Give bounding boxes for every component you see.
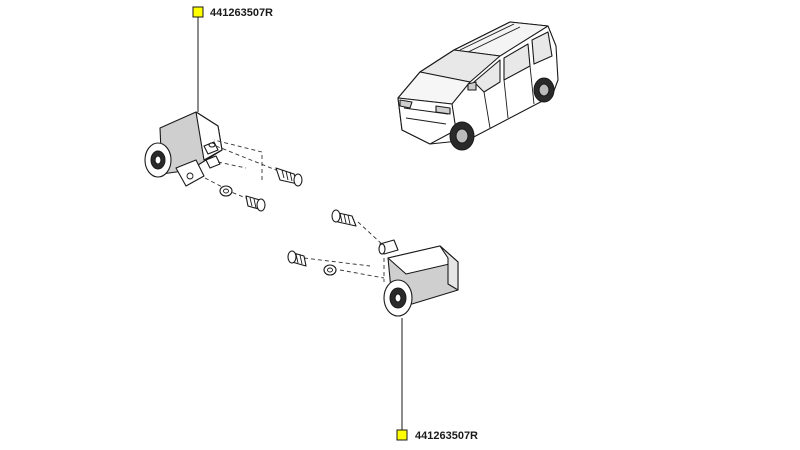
vehicle-illustration [397, 21, 559, 151]
assembly-lines-lower [303, 221, 385, 282]
part-number-label-top[interactable]: 441263507R [210, 7, 273, 19]
bleeder-screw-lower[interactable] [331, 209, 357, 227]
callout-top: 441263507R [192, 6, 273, 112]
washer-lower[interactable] [323, 264, 337, 276]
part-number-label-bottom[interactable]: 441263507R [415, 430, 478, 442]
callout-marker-top[interactable] [192, 6, 204, 18]
wheel-cylinder-lower[interactable] [378, 239, 459, 317]
callout-marker-bottom[interactable] [396, 429, 408, 441]
wheel-cylinder-upper[interactable] [144, 111, 223, 187]
bolt-lower[interactable] [287, 250, 307, 267]
washer-upper[interactable] [219, 185, 233, 197]
callout-bottom: 441263507R [396, 318, 478, 442]
bolt-upper[interactable] [245, 195, 266, 212]
bleeder-screw-upper[interactable] [275, 167, 303, 187]
